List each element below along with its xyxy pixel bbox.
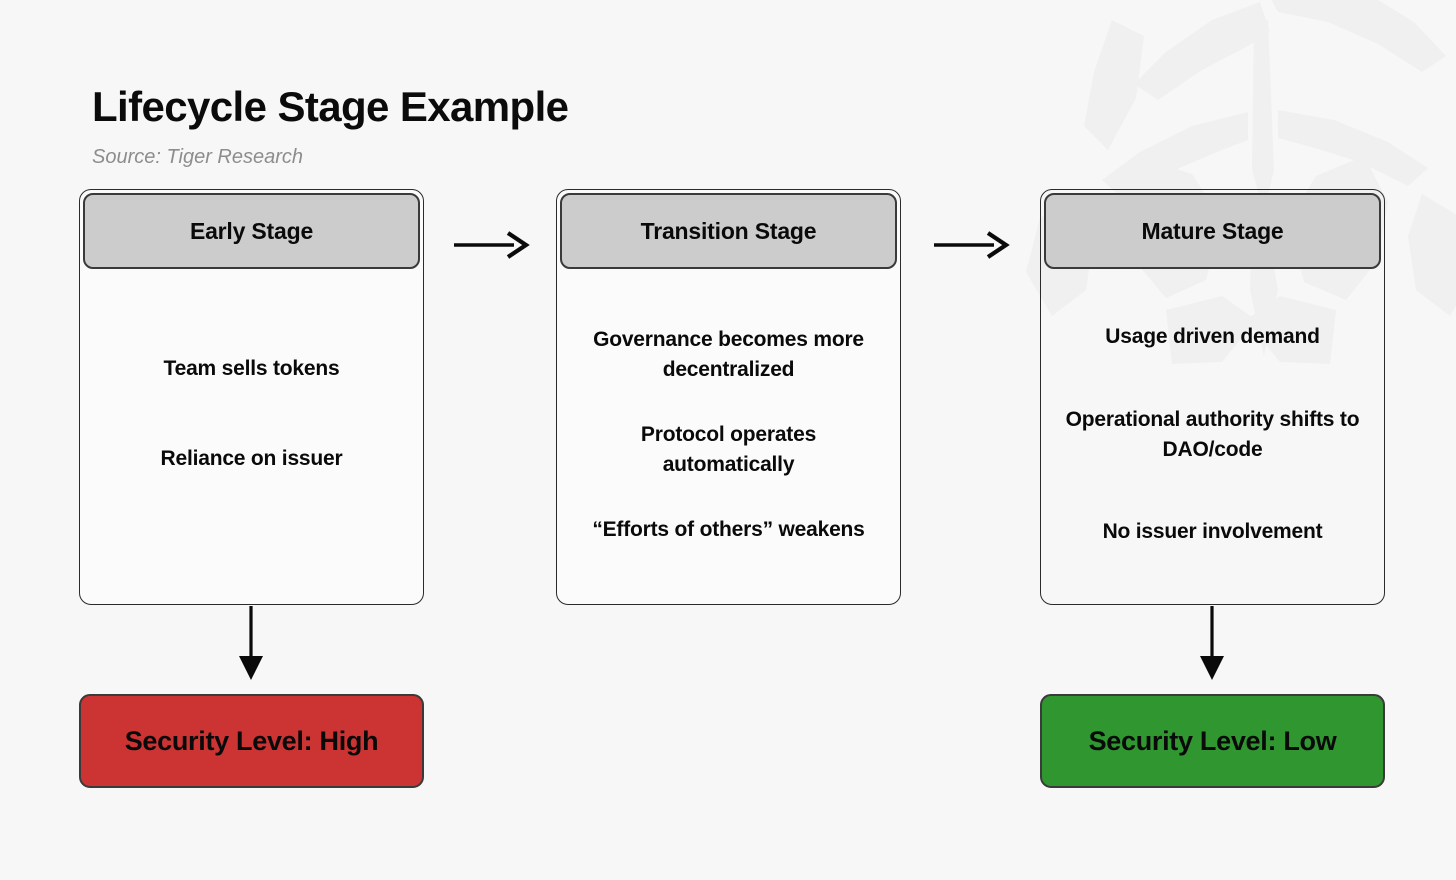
- stage-item: “Efforts of others” weakens: [592, 517, 865, 541]
- stage-item: Usage driven demand: [1105, 325, 1320, 349]
- stage-header-early: Early Stage: [83, 193, 420, 269]
- source-attribution: Source: Tiger Research: [92, 146, 304, 168]
- stage-item: Protocol operates automatically: [640, 422, 817, 477]
- stage-body-transition: Governance becomes more decentralized Pr…: [557, 272, 900, 604]
- status-badge-security-high: Security Level: High: [79, 694, 424, 788]
- stage-header-mature: Mature Stage: [1044, 193, 1381, 269]
- stage-title-transition: Transition Stage: [640, 217, 817, 244]
- stage-body-mature: Usage driven demand Operational authorit…: [1041, 272, 1384, 604]
- stage-card-early: Early Stage Team sells tokens Reliance o…: [79, 189, 424, 605]
- status-badge-label: Security Level: Low: [1088, 725, 1337, 756]
- status-badge-label: Security Level: High: [124, 725, 379, 756]
- page-title: Lifecycle Stage Example: [92, 83, 569, 130]
- stage-item: Governance becomes more decentralized: [593, 327, 864, 382]
- arrow-down-icon: [1200, 606, 1224, 680]
- status-badge-security-low: Security Level: Low: [1040, 694, 1385, 788]
- stage-item: No issuer involvement: [1102, 520, 1323, 544]
- stage-title-mature: Mature Stage: [1141, 217, 1284, 244]
- stage-item: Reliance on issuer: [160, 447, 343, 470]
- stage-card-transition: Transition Stage Governance becomes more…: [556, 189, 901, 605]
- arrow-down-icon: [239, 606, 263, 680]
- arrow-right-icon: [454, 231, 530, 259]
- stage-title-early: Early Stage: [189, 217, 314, 244]
- stage-header-transition: Transition Stage: [560, 193, 897, 269]
- stage-body-early: Team sells tokens Reliance on issuer: [80, 272, 423, 604]
- stage-item: Operational authority shifts to DAO/code: [1065, 407, 1360, 461]
- stage-card-mature: Mature Stage Usage driven demand Operati…: [1040, 189, 1385, 605]
- arrow-right-icon: [934, 231, 1010, 259]
- stage-item: Team sells tokens: [163, 356, 340, 380]
